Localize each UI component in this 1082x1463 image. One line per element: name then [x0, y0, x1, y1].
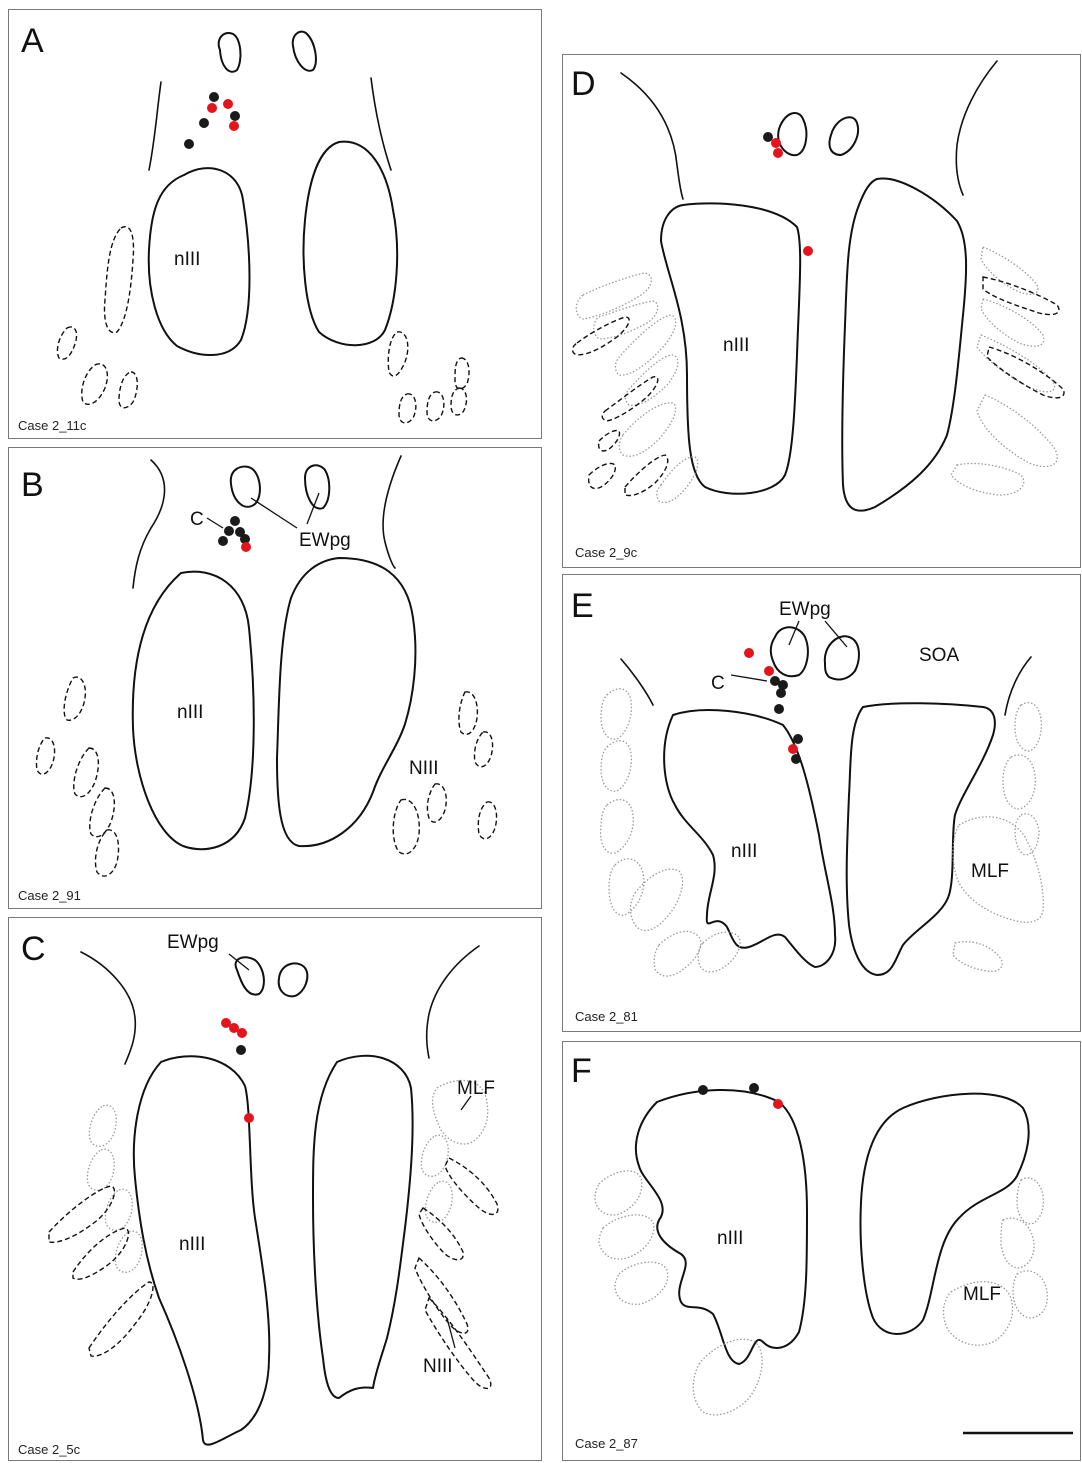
- nerve-fascicles: [573, 277, 1065, 496]
- labeled-cell-markers: [221, 1018, 254, 1123]
- black-cell-marker: [763, 132, 773, 142]
- mlf-label: MLF: [971, 861, 1009, 882]
- red-cell-marker: [803, 246, 813, 256]
- nerve-label: NIII: [423, 1356, 453, 1377]
- black-cell-marker: [230, 111, 240, 121]
- nucleus-label: nIII: [723, 335, 749, 356]
- red-cell-marker: [223, 99, 233, 109]
- black-cell-marker: [776, 688, 786, 698]
- red-cell-marker: [788, 744, 798, 754]
- c-label: C: [190, 509, 204, 530]
- red-cell-marker: [229, 121, 239, 131]
- red-cell-marker: [764, 666, 774, 676]
- red-cell-marker: [237, 1028, 247, 1038]
- ewpg-label: EWpg: [299, 530, 351, 551]
- nerve-fascicles: [57, 227, 469, 423]
- nucleus-outline: [133, 558, 416, 849]
- panel-b: B Case 2_91: [8, 447, 542, 909]
- nucleus-label: nIII: [174, 249, 200, 270]
- black-cell-marker: [209, 92, 219, 102]
- leader-lines: [207, 493, 319, 528]
- red-cell-marker: [244, 1113, 254, 1123]
- nerve-fascicles: [49, 1158, 498, 1388]
- mlf-outline: [87, 1080, 487, 1272]
- nucleus-outline: [636, 1090, 1029, 1364]
- black-cell-marker: [698, 1085, 708, 1095]
- nucleus-label: nIII: [731, 841, 757, 862]
- c-label: C: [711, 673, 725, 694]
- panel-e: E Case 2_81: [562, 574, 1081, 1032]
- ewpg-outline: [219, 32, 316, 72]
- black-cell-marker: [774, 704, 784, 714]
- ewpg-label: EWpg: [167, 932, 219, 953]
- mlf-label: MLF: [963, 1284, 1001, 1305]
- black-cell-marker: [230, 516, 240, 526]
- black-cell-marker: [224, 526, 234, 536]
- section-drawing: nIII: [9, 10, 543, 440]
- section-drawing: EWpg C SOA nIII MLF: [563, 575, 1082, 1033]
- red-cell-marker: [744, 648, 754, 658]
- ewpg-outline: [231, 465, 329, 508]
- ewpg-label: EWpg: [779, 599, 831, 620]
- panel-d: D Case 2_9c: [562, 54, 1081, 568]
- labeled-cell-markers: [744, 648, 803, 764]
- black-cell-marker: [791, 754, 801, 764]
- labeled-cell-markers: [218, 516, 251, 552]
- section-drawing: EWpg MLF nIII NIII: [9, 918, 543, 1462]
- soa-label: SOA: [919, 645, 959, 666]
- section-drawing: nIII MLF: [563, 1042, 1082, 1462]
- section-drawing: C EWpg nIII NIII: [9, 448, 543, 910]
- nerve-label: NIII: [409, 758, 439, 779]
- mlf-label: MLF: [457, 1078, 495, 1099]
- black-cell-marker: [218, 536, 228, 546]
- black-cell-marker: [749, 1083, 759, 1093]
- labeled-cell-markers: [763, 132, 813, 256]
- ewpg-outline: [771, 627, 859, 679]
- nucleus-label: nIII: [177, 702, 203, 723]
- midbrain-outline: [149, 78, 391, 170]
- black-cell-marker: [184, 139, 194, 149]
- panel-a: A Case 2_11c: [8, 9, 542, 439]
- nucleus-outline: [134, 1056, 413, 1445]
- red-cell-marker: [207, 103, 217, 113]
- nucleus-outline: [661, 178, 966, 510]
- labeled-cell-markers: [184, 92, 240, 149]
- nucleus-outline: [664, 703, 995, 975]
- section-drawing: nIII: [563, 55, 1082, 569]
- black-cell-marker: [236, 1045, 246, 1055]
- black-cell-marker: [199, 118, 209, 128]
- red-cell-marker: [241, 542, 251, 552]
- midbrain-outline: [81, 946, 479, 1064]
- panel-f: F Case 2_87 nIII MLF: [562, 1041, 1081, 1461]
- ewpg-outline: [236, 957, 308, 996]
- red-cell-marker: [773, 1099, 783, 1109]
- panel-c: C Case 2_5c: [8, 917, 542, 1461]
- nucleus-label: nIII: [717, 1228, 743, 1249]
- ewpg-outline: [778, 113, 858, 155]
- black-cell-marker: [793, 734, 803, 744]
- nucleus-label: nIII: [179, 1234, 205, 1255]
- red-cell-marker: [773, 148, 783, 158]
- labeled-cell-markers: [698, 1083, 783, 1109]
- red-cell-marker: [771, 138, 781, 148]
- midbrain-outline: [133, 456, 401, 588]
- midbrain-outline: [621, 61, 997, 199]
